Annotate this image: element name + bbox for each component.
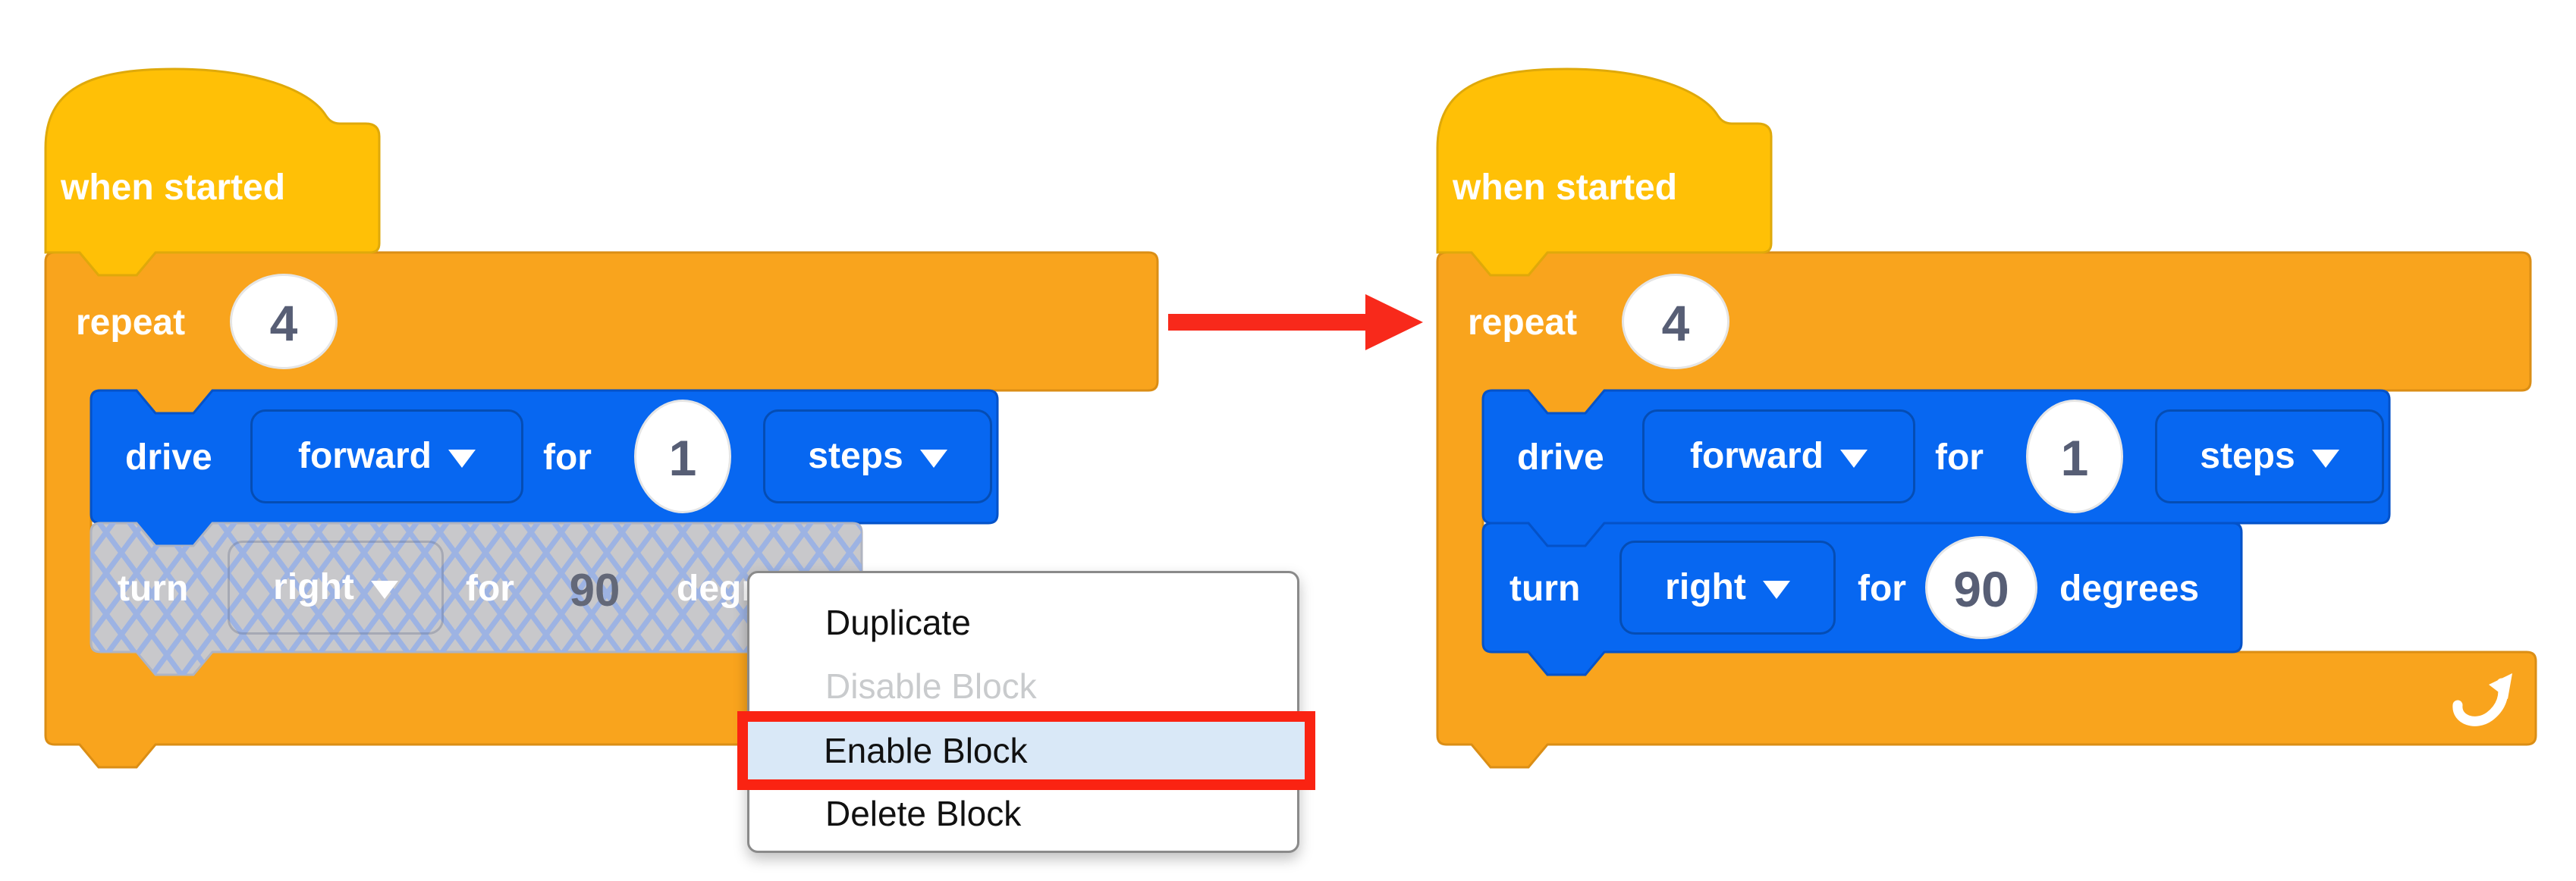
turn-for-label-left: for: [466, 569, 514, 609]
drive-unit-dropdown-left[interactable]: steps: [763, 409, 992, 503]
drive-direction-value-left: forward: [297, 436, 432, 476]
drive-block-right[interactable]: [1481, 389, 2391, 547]
turn-direction-value-left: right: [273, 567, 354, 607]
when-started-hat-right[interactable]: [1436, 67, 1773, 277]
turn-verb-right: turn: [1509, 569, 1581, 609]
drive-distance-input-left[interactable]: [634, 400, 731, 513]
menu-item-duplicate[interactable]: Duplicate: [825, 603, 971, 642]
drive-unit-value-right: steps: [2200, 436, 2295, 476]
loop-arrow-icon: [2452, 673, 2512, 726]
dropdown-caret-icon: [1762, 581, 1790, 599]
turn-angle-input-right[interactable]: [1925, 536, 2037, 639]
drive-verb-left: drive: [125, 437, 212, 478]
hat-label-left: when started: [61, 168, 286, 208]
turn-angle-value-left[interactable]: 90: [569, 565, 620, 616]
turn-for-label-right: for: [1858, 569, 1906, 609]
red-right-arrow-icon: [1168, 294, 1423, 350]
menu-item-delete-block[interactable]: Delete Block: [825, 794, 1022, 833]
dropdown-caret-icon: [370, 581, 398, 599]
drive-verb-right: drive: [1517, 437, 1604, 478]
turn-unit-label-right: degrees: [2059, 569, 2200, 609]
turn-block-left-disabled-hatch: [91, 523, 862, 675]
repeat-count-input-left[interactable]: [230, 274, 338, 369]
repeat-label-left: repeat: [76, 303, 186, 343]
block-context-menu: Duplicate Disable Block Enable Block Del…: [737, 571, 1315, 853]
menu-item-disable-block: Disable Block: [825, 666, 1037, 706]
dropdown-caret-icon: [2311, 450, 2339, 468]
turn-direction-value-right: right: [1665, 567, 1746, 607]
drive-direction-dropdown-left[interactable]: forward: [250, 409, 523, 503]
turn-direction-dropdown-right[interactable]: right: [1619, 541, 1836, 635]
drive-for-label-left: for: [543, 437, 592, 478]
drive-distance-value-right: 1: [2060, 430, 2089, 486]
turn-direction-dropdown-left[interactable]: right: [228, 541, 444, 635]
dropdown-caret-icon: [448, 450, 476, 468]
drive-direction-value-right: forward: [1689, 436, 1824, 476]
drive-direction-dropdown-right[interactable]: forward: [1642, 409, 1915, 503]
dropdown-caret-icon: [919, 450, 947, 468]
turn-angle-value-right: 90: [1953, 561, 2009, 617]
repeat-count-value-left: 4: [269, 295, 298, 351]
repeat-count-input-right[interactable]: [1622, 274, 1729, 369]
dropdown-caret-icon: [1840, 450, 1868, 468]
drive-distance-input-right[interactable]: [2026, 400, 2123, 513]
drive-distance-value-left: 1: [668, 430, 697, 486]
menu-item-enable-block-highlighted[interactable]: Enable Block: [737, 711, 1315, 790]
hat-label-right: when started: [1453, 168, 1678, 208]
drive-block-left[interactable]: [90, 389, 999, 547]
drive-unit-value-left: steps: [808, 436, 903, 476]
repeat-label-right: repeat: [1468, 303, 1578, 343]
drive-unit-dropdown-right[interactable]: steps: [2155, 409, 2384, 503]
turn-verb-left: turn: [118, 569, 189, 609]
turn-block-right[interactable]: [1481, 522, 2243, 676]
when-started-hat-left[interactable]: [44, 67, 381, 277]
repeat-count-value-right: 4: [1661, 295, 1690, 351]
drive-for-label-right: for: [1935, 437, 1984, 478]
